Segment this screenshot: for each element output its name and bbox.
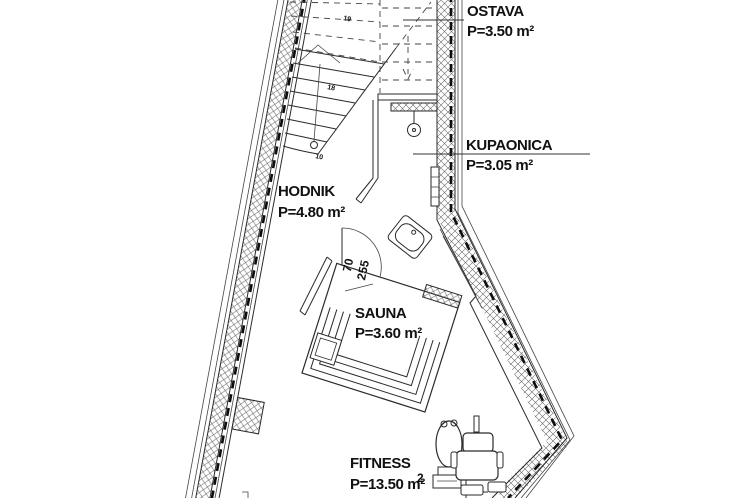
sauna-name: SAUNA (355, 305, 407, 322)
ostava-name: OSTAVA (467, 3, 524, 20)
room-label-fitness: FITNESS P=13.50 m² (350, 455, 426, 493)
washbasin-icon (387, 215, 433, 259)
room-label-sauna: SAUNA P=3.60 m² (355, 305, 423, 342)
sauna-room (301, 262, 463, 413)
fitness-area: P=13.50 m² (350, 476, 425, 493)
radiator-icon (430, 166, 440, 207)
hodnik-name: HODNIK (278, 183, 335, 200)
room-label-ostava: OSTAVA P=3.50 m² (467, 3, 535, 40)
right-exterior-wall (436, 0, 575, 498)
bottom-jamb-mark (242, 491, 249, 498)
fitness-equipment: 2 (417, 415, 507, 498)
door-dimension: 70 255 (340, 257, 374, 292)
wall-pier (231, 396, 265, 435)
stair-direction-arrow-icon (402, 36, 414, 81)
equipment-number-label: 2 (417, 471, 424, 485)
stair-step-number-top: 19 (343, 15, 352, 23)
stair-break-mark (297, 44, 341, 64)
shower-fixture-icon (390, 102, 438, 137)
fitness-name: FITNESS (350, 455, 411, 472)
door-length-label: 255 (354, 259, 372, 282)
exercise-machine-icon (450, 415, 507, 498)
kupaonica-name: KUPAONICA (466, 137, 553, 154)
bathroom (355, 93, 440, 259)
sauna-area: P=3.60 m² (355, 325, 422, 342)
room-label-kupaonica: KUPAONICA P=3.05 m² (466, 137, 553, 174)
hodnik-area: P=4.80 m² (278, 204, 345, 221)
staircase: 19 18 10 (282, 0, 435, 162)
door-width-label: 70 (340, 257, 357, 273)
room-label-hodnik: HODNIK P=4.80 m² (278, 183, 346, 221)
stair-step-number-bottom: 10 (315, 153, 324, 161)
stair-step-number-mid: 18 (327, 84, 336, 92)
ostava-area: P=3.50 m² (467, 23, 534, 40)
left-exterior-wall (184, 0, 313, 498)
sauna-door (341, 227, 382, 278)
kupaonica-area: P=3.05 m² (466, 157, 533, 174)
hall-partition-wall (299, 256, 333, 316)
sauna-stove-icon (309, 332, 343, 366)
